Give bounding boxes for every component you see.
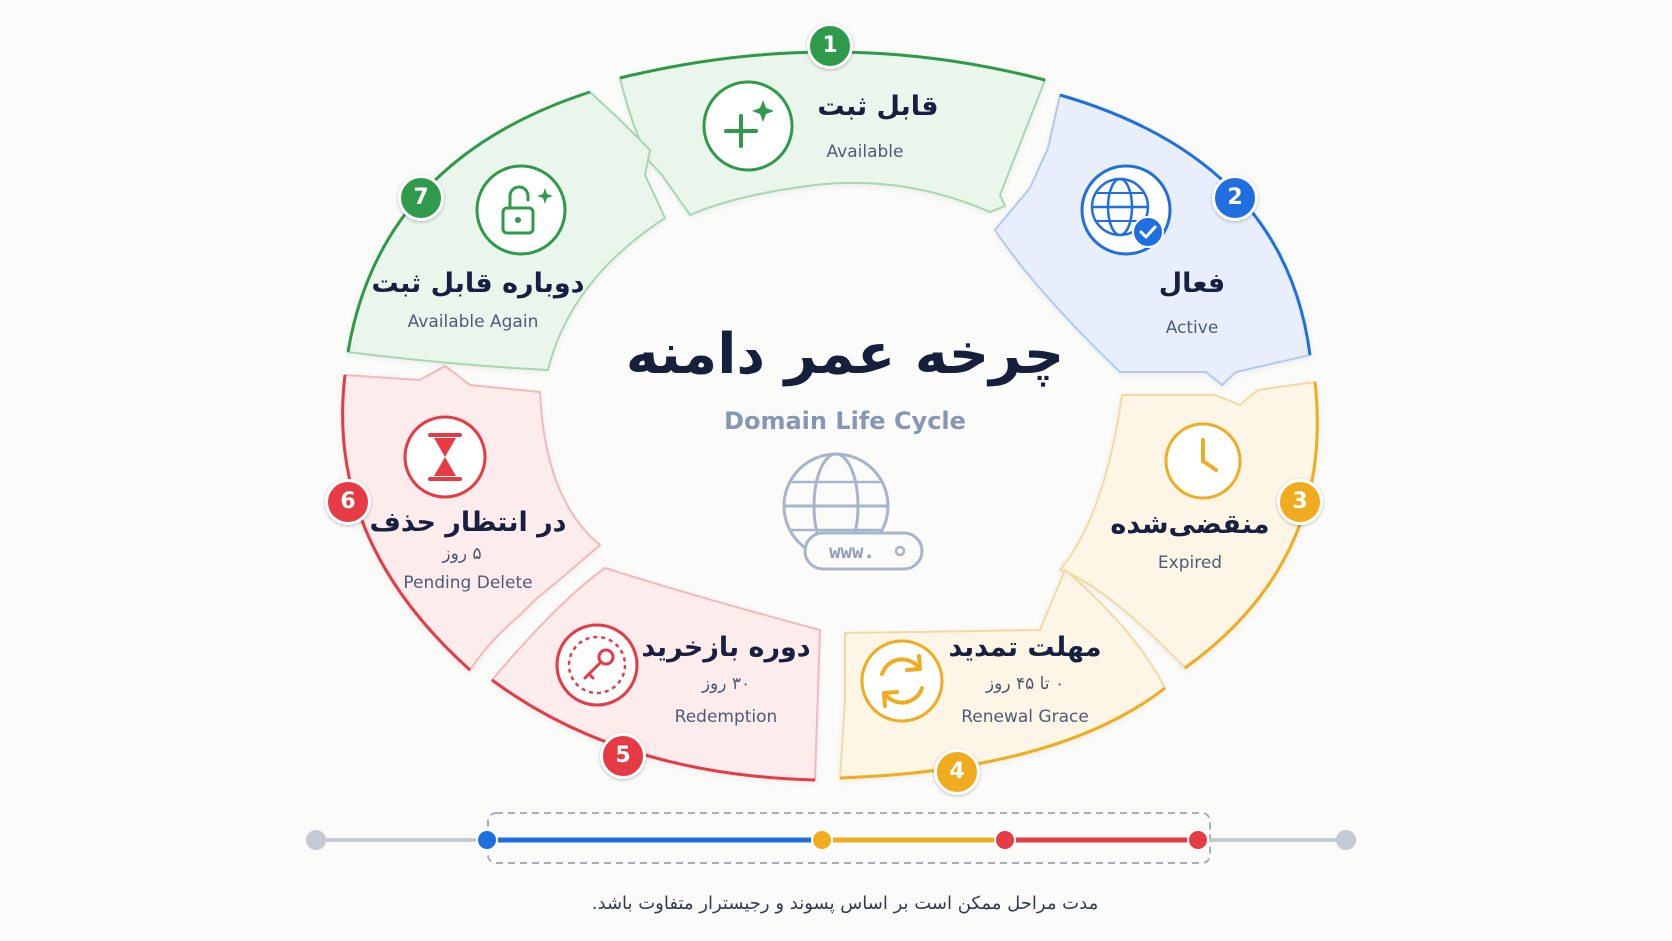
stage-2-number: 2 [1212, 175, 1258, 221]
segment-expired [1058, 380, 1319, 670]
footnote: مدت مراحل ممکن است بر اساس پسوند و رجیست… [591, 893, 1099, 914]
stage-pending-delete-en: Pending Delete [403, 573, 533, 593]
stage-pending-delete-title: در انتظار حذف [369, 507, 567, 538]
stage-expired-en: Expired [1157, 553, 1223, 573]
stage-renewal-grace-en: Renewal Grace [961, 707, 1089, 727]
stage-available-again-en: Available Again [407, 312, 539, 332]
segment-redemption [490, 566, 822, 782]
globe-check-icon [1080, 164, 1172, 256]
stage-6-number: 6 [325, 479, 371, 525]
stage-redemption-title: دوره بازخرید [641, 632, 811, 663]
stage-available-title: قابل ثبت [817, 91, 939, 122]
stage-renewal-grace-duration: ۰ تا ۴۵ روز [985, 674, 1065, 694]
stage-renewal-grace-title: مهلت تمدید [948, 632, 1102, 663]
stage-available-again-title: دوباره قابل ثبت [371, 268, 585, 299]
stage-active-en: Active [1165, 318, 1219, 338]
stage-4-number: 4 [934, 749, 980, 795]
hourglass-icon [403, 415, 487, 499]
timeline-dot-active [476, 829, 498, 851]
stage-expired-title: منقضی‌شده [1110, 509, 1270, 540]
stage-7-number: 7 [398, 175, 444, 221]
diagram-title-en: Domain Life Cycle [724, 407, 966, 435]
refresh-icon [860, 639, 944, 723]
timeline-dot-expired [811, 829, 833, 851]
plus-sparkle-icon [702, 80, 794, 172]
lifecycle-timeline [306, 812, 1356, 864]
globe-icon [782, 452, 924, 571]
stage-1-number: 1 [807, 23, 853, 69]
stage-3-number: 3 [1277, 479, 1323, 525]
timeline-dot-start [306, 830, 326, 850]
stage-redemption-en: Redemption [674, 707, 778, 727]
stage-5-number: 5 [600, 733, 646, 779]
diagram-title-fa: چرخه عمر دامنه [625, 322, 1065, 387]
www-label: www. [829, 541, 875, 563]
stage-available-en: Available [826, 142, 904, 162]
stage-redemption-duration: ۳۰ روز [701, 674, 751, 694]
timeline-dot-end [1336, 830, 1356, 850]
dial-key-icon [555, 623, 639, 707]
unlock-sparkle-icon [475, 164, 567, 256]
timeline-dot-pending-delete [1187, 829, 1209, 851]
segment-available [618, 50, 1047, 217]
stage-pending-delete-duration: ۵ روز [442, 544, 482, 564]
timeline-dot-redemption [994, 829, 1016, 851]
clock-icon [1164, 422, 1242, 500]
stage-active-title: فعال [1158, 268, 1226, 299]
segment-renewal-grace [838, 568, 1167, 780]
